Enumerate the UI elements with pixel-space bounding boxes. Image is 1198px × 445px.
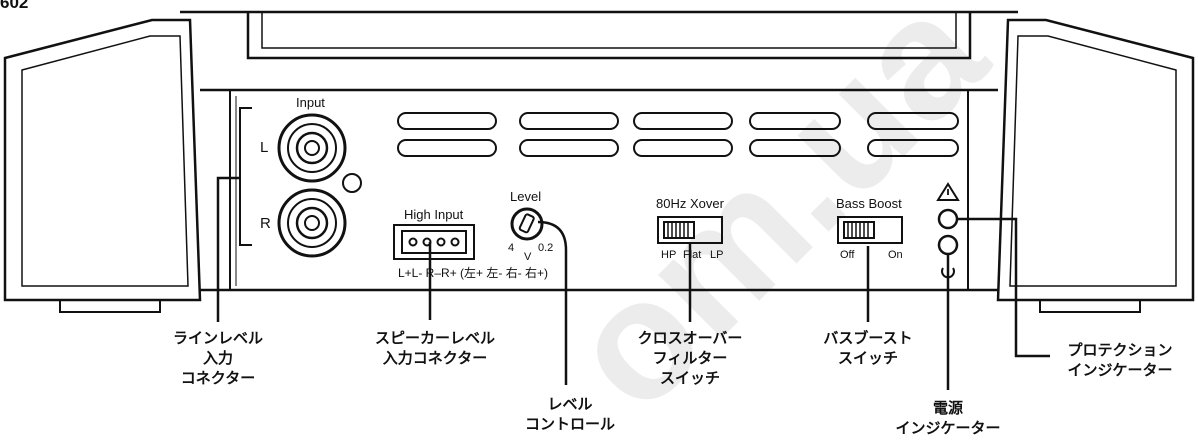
callout-line: インジケーター (1067, 361, 1173, 379)
callout-line: バスブースト (823, 329, 913, 347)
callout-line: 入力 (202, 349, 233, 367)
model-label: 602 (0, 0, 29, 12)
level-min: 4 (508, 242, 514, 254)
callout-line: 電源 (932, 399, 963, 417)
xover-flat: Flat (683, 249, 701, 261)
xover-label: 80Hz Xover (656, 196, 725, 211)
xover-hp: HP (661, 249, 676, 261)
callout-speaker-level-input: スピーカーレベル 入力コネクター (360, 328, 510, 368)
callout-line: プロテクション (1067, 341, 1173, 359)
callout-line: クロスオーバー (637, 329, 743, 347)
callout-line: スピーカーレベル (374, 329, 495, 347)
right-housing (996, 18, 1195, 302)
protection-led (937, 208, 959, 230)
callout-line: ラインレベル (172, 329, 263, 347)
warning-icon (936, 182, 960, 201)
callout-power-indicator: 電源 インジケーター (888, 398, 1008, 438)
callout-line: 入力コネクター (382, 349, 488, 367)
callout-line: インジケーター (895, 419, 1001, 437)
bass-off: Off (840, 249, 855, 261)
bass-on: On (888, 249, 903, 261)
xover-switch (657, 216, 723, 244)
vent-slots (397, 112, 959, 157)
callout-line: コネクター (180, 369, 256, 387)
callout-level-control: レベル コントロール (510, 394, 630, 434)
bass-boost-label: Bass Boost (836, 196, 902, 211)
leader-lines (216, 176, 1050, 390)
level-max: 0.2 (538, 242, 553, 254)
callout-line: スイッチ (659, 369, 720, 387)
input-label: Input (296, 95, 325, 110)
high-input-label: High Input (404, 207, 464, 222)
level-label: Level (510, 189, 541, 204)
bass-boost-switch (837, 216, 903, 244)
callout-bass-boost-switch: バスブースト スイッチ (808, 328, 928, 368)
level-unit: V (524, 251, 532, 263)
callout-line-level-input: ラインレベル 入力 コネクター (153, 328, 283, 388)
power-led (937, 234, 959, 256)
level-knob (510, 207, 544, 241)
callout-crossover-switch: クロスオーバー フィルター スイッチ (625, 328, 755, 388)
left-channel-label: L (260, 139, 268, 156)
xover-lp: LP (710, 249, 723, 261)
callout-line: レベル (547, 395, 593, 413)
line-input-bracket (239, 107, 252, 246)
callout-line: スイッチ (837, 349, 898, 367)
rca-input-jacks (277, 113, 362, 258)
left-housing (3, 18, 202, 302)
callout-protection-indicator: プロテクション インジケーター (1050, 340, 1190, 380)
callout-line: フィルター (652, 349, 728, 367)
callout-line: コントロール (524, 415, 615, 433)
center-panel (200, 90, 998, 292)
high-input-pins: L+L- R–R+ (左+ 左- 右- 右+) (398, 265, 548, 280)
top-frame (180, 10, 1018, 92)
feet (59, 299, 1141, 313)
right-channel-label: R (260, 215, 271, 232)
high-input-connector (393, 224, 475, 260)
